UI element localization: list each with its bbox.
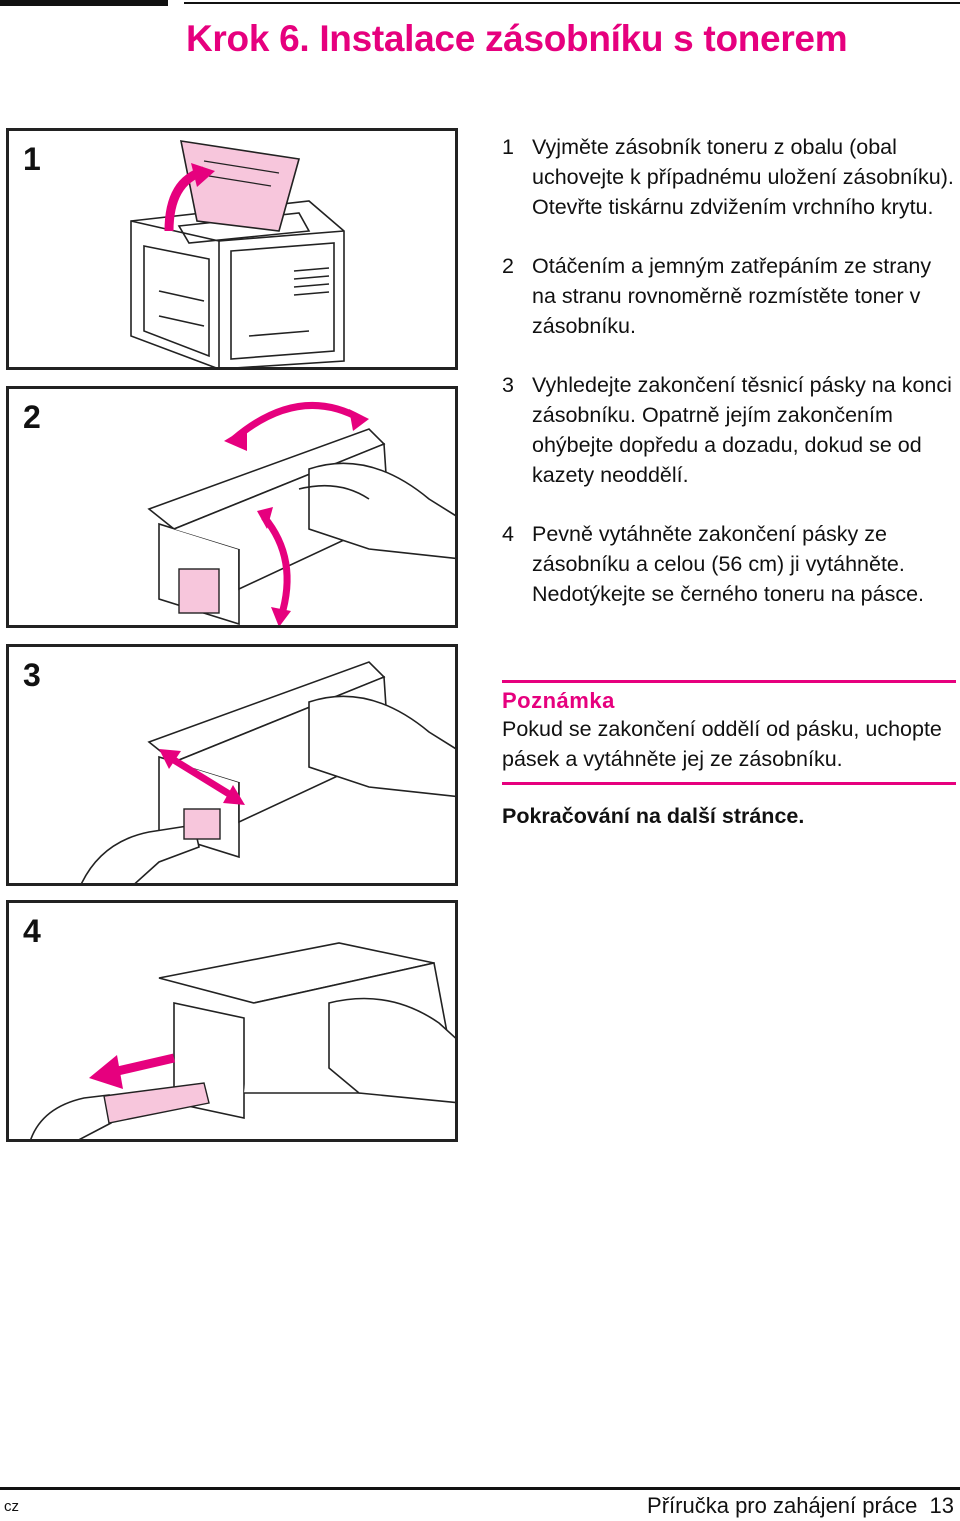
step-number: 3 xyxy=(502,373,514,397)
note-text: Pokud se zakončení oddělí od pásku, ucho… xyxy=(502,717,942,771)
step-number: 4 xyxy=(502,522,514,546)
step-4: 4 Pevně vytáhněte zakončení pásky ze zás… xyxy=(502,519,958,609)
page-title: Krok 6. Instalace zásobníku s tonerem xyxy=(186,18,848,59)
step-text: Otáčením a jemným zatřepáním ze strany n… xyxy=(532,254,932,338)
step-number: 2 xyxy=(502,254,514,278)
bend-seal-tab-illustration xyxy=(80,661,455,883)
illustration-panel-1: 1 xyxy=(6,128,458,370)
step-text: Pevně vytáhněte zakončení pásky ze zásob… xyxy=(532,522,925,606)
footer-guide-page: Příručka pro zahájení práce 13 xyxy=(647,1493,954,1518)
note-top-rule xyxy=(502,680,956,683)
step-list: 1 Vyjměte zásobník toneru z obalu (obal … xyxy=(502,132,958,638)
illustration-panel-2: 2 xyxy=(6,386,458,628)
printer-open-cover-illustration xyxy=(130,140,345,367)
pull-seal-tape-illustration xyxy=(30,942,455,1139)
illustration-panel-3: 3 xyxy=(6,644,458,886)
note-bottom-rule xyxy=(502,782,956,785)
step-text: Vyjměte zásobník toneru z obalu (obal uc… xyxy=(532,135,954,219)
footer-rule xyxy=(0,1487,960,1490)
shake-cartridge-illustration xyxy=(147,401,455,625)
header-rule-right xyxy=(184,2,960,4)
footer-language: cz xyxy=(4,1498,19,1515)
note-box: Poznámka Pokud se zakončení oddělí od pá… xyxy=(502,680,956,785)
step-3: 3 Vyhledejte zakončení těsnicí pásky na … xyxy=(502,370,958,490)
note-title: Poznámka xyxy=(502,688,615,713)
step-text: Vyhledejte zakončení těsnicí pásky na ko… xyxy=(532,373,952,487)
header-rule-left xyxy=(0,0,168,6)
step-1: 1 Vyjměte zásobník toneru z obalu (obal … xyxy=(502,132,958,222)
panel-number: 3 xyxy=(23,657,41,693)
step-2: 2 Otáčením a jemným zatřepáním ze strany… xyxy=(502,251,958,341)
panel-number: 1 xyxy=(23,141,41,177)
continue-text: Pokračování na další stránce. xyxy=(502,804,805,828)
step-number: 1 xyxy=(502,135,514,159)
panel-number: 4 xyxy=(23,913,41,949)
illustration-panel-4: 4 xyxy=(6,900,458,1142)
panel-number: 2 xyxy=(23,399,41,435)
